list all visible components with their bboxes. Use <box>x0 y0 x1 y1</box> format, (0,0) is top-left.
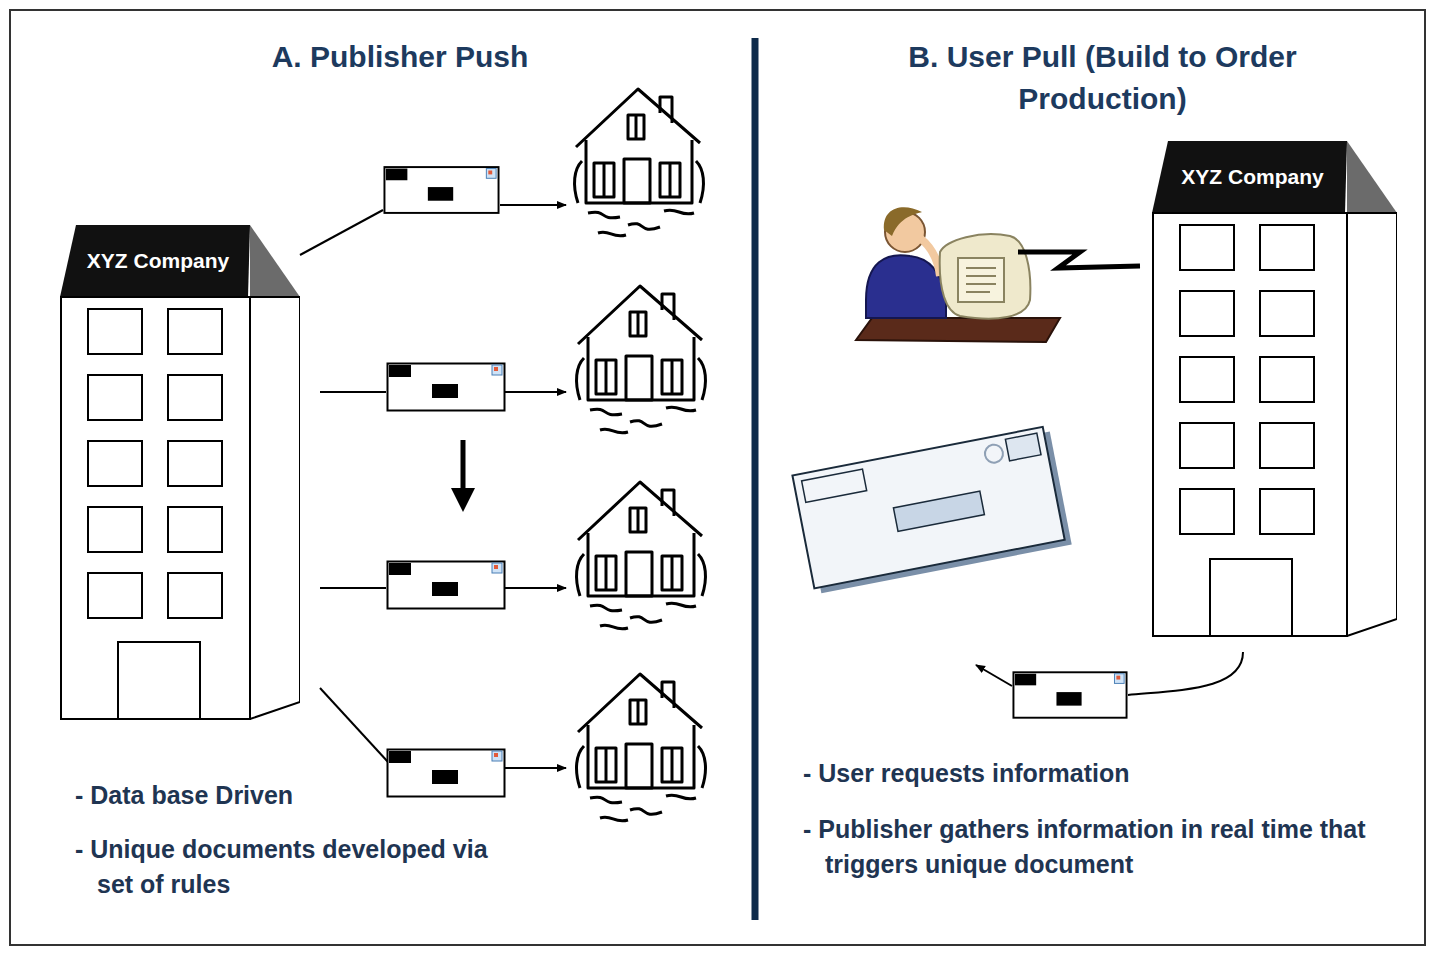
bullet-note: - Unique documents developed via set of … <box>75 832 517 901</box>
bullet-note: - User requests information <box>803 756 1425 791</box>
section-heading: A. Publisher Push <box>160 36 640 78</box>
bullet-note: - Publisher gathers information in real … <box>803 812 1405 881</box>
company-name: XYZ Company <box>60 225 256 297</box>
bullet-note: - Data base Driven <box>75 778 517 813</box>
building-outline <box>1152 141 1397 637</box>
company-name: XYZ Company <box>1152 141 1353 213</box>
company-building: XYZ Company <box>1152 141 1397 637</box>
building-outline <box>60 225 300 720</box>
section-heading: B. User Pull (Build to Order Production) <box>830 36 1375 120</box>
company-building: XYZ Company <box>60 225 300 720</box>
